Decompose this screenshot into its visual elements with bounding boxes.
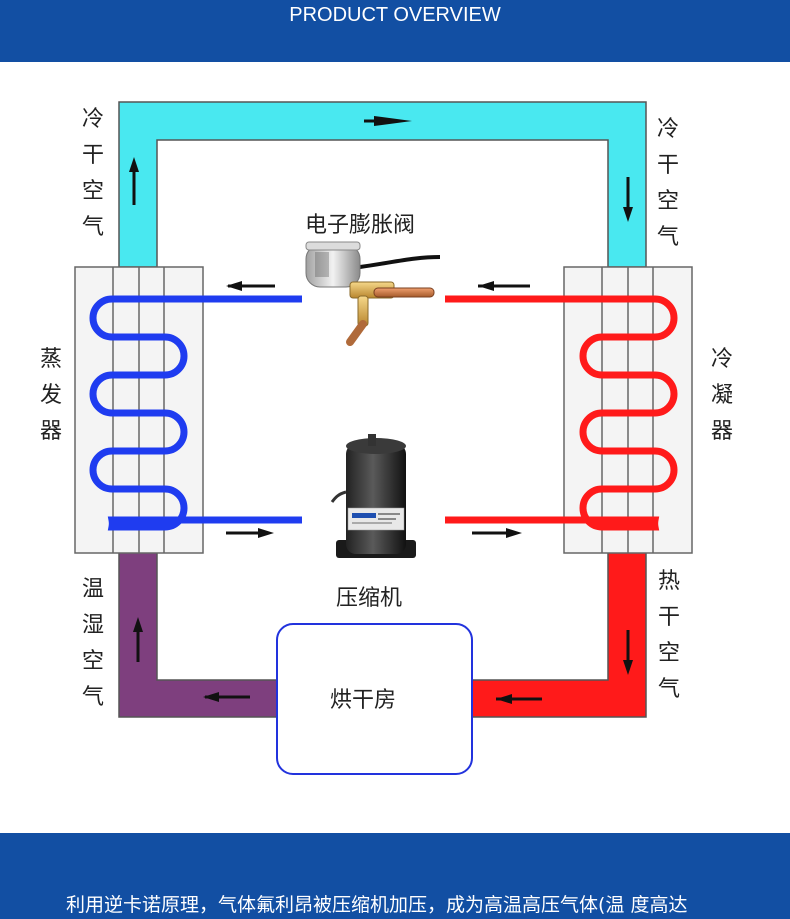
cold-air-duct bbox=[118, 101, 647, 268]
heat-pump-diagram: 冷干空气 冷干空气 蒸发器 冷凝器 温湿空气 热干空气 电子膨胀阀 压缩机 烘干… bbox=[0, 62, 790, 833]
arrow-left-evap-top bbox=[226, 281, 275, 291]
footer-description: 利用逆卡诺原理，气体氟利昂被压缩机加压，成为高温高压气体(温 度高达 bbox=[66, 894, 688, 916]
label-cold-air-left: 冷干空气 bbox=[81, 107, 104, 240]
arrow-up-humid bbox=[133, 617, 143, 662]
arrow-left-hot-bottom bbox=[496, 694, 542, 704]
label-drying-room: 烘干房 bbox=[330, 688, 397, 713]
arrow-right-cond-bottom bbox=[472, 528, 522, 538]
label-cold-air-right: 冷干空气 bbox=[656, 117, 679, 250]
arrow-right-top bbox=[364, 116, 412, 126]
header-banner: PRODUCT OVERVIEW bbox=[0, 0, 790, 62]
expansion-valve-image bbox=[305, 241, 441, 346]
label-compressor: 压缩机 bbox=[336, 586, 403, 611]
label-condenser: 冷凝器 bbox=[710, 347, 733, 444]
label-hot-air: 热干空气 bbox=[657, 569, 680, 702]
condenser-coil bbox=[445, 295, 678, 531]
label-humid-air: 温湿空气 bbox=[81, 577, 104, 710]
arrow-down-right-cold bbox=[623, 177, 633, 222]
arrow-up-left-cold bbox=[129, 157, 139, 205]
arrow-left-cond-top bbox=[478, 281, 530, 291]
arrow-left-humid-bottom bbox=[203, 692, 250, 702]
header-title: PRODUCT OVERVIEW bbox=[289, 4, 501, 26]
diagram-svg bbox=[74, 101, 693, 775]
evaporator-coil bbox=[89, 295, 302, 531]
label-evaporator: 蒸发器 bbox=[39, 347, 62, 444]
arrow-right-evap-bottom bbox=[226, 528, 274, 538]
label-expansion-valve: 电子膨胀阀 bbox=[305, 213, 416, 238]
drying-room bbox=[276, 623, 473, 775]
humid-air-duct bbox=[118, 551, 278, 718]
hot-air-duct bbox=[471, 551, 647, 718]
compressor-image bbox=[330, 434, 416, 558]
footer-banner: 利用逆卡诺原理，气体氟利昂被压缩机加压，成为高温高压气体(温 度高达 bbox=[0, 833, 790, 919]
flow-arrows bbox=[129, 116, 633, 704]
arrow-down-hot bbox=[623, 630, 633, 675]
